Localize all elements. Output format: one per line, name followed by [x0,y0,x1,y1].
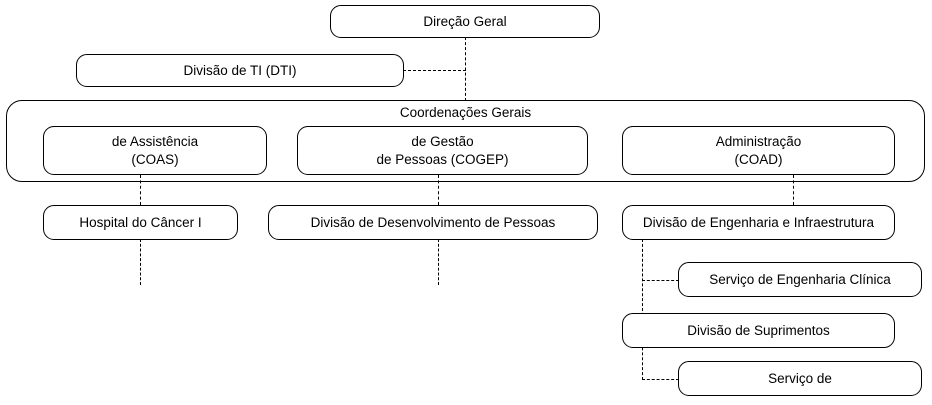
connector-right-branch-spine [642,239,643,380]
node-coas[interactable]: de Assistência (COAS) [43,126,267,175]
connector-spine-to-servico-de [642,379,679,380]
node-divisao-desenvolvimento-pessoas-label: Divisão de Desenvolvimento de Pessoas [310,214,556,230]
node-divisao-desenvolvimento-pessoas[interactable]: Divisão de Desenvolvimento de Pessoas [268,205,598,240]
connector-cogep-to-desenvolvimento [438,175,439,205]
node-coad-label: Administração (COAD) [715,134,802,167]
connector-divisao-ti-to-spine [403,70,466,71]
connector-hospital-stub [140,239,141,285]
node-divisao-ti[interactable]: Divisão de TI (DTI) [76,54,404,87]
node-coad[interactable]: Administração (COAD) [622,126,895,175]
connector-spine-to-servico-engenharia-clinica [642,280,679,281]
node-divisao-suprimentos-label: Divisão de Suprimentos [687,322,830,338]
node-divisao-ti-label: Divisão de TI (DTI) [183,62,297,78]
node-hospital-do-cancer-i[interactable]: Hospital do Câncer I [43,205,238,240]
connector-coas-to-hospital [140,175,141,205]
node-divisao-engenharia-infraestrutura[interactable]: Divisão de Engenharia e Infraestrutura [622,205,895,240]
connector-coad-to-engenharia [793,175,794,205]
node-servico-de-label: Serviço de [768,370,832,386]
node-direcao-geral[interactable]: Direção Geral [330,5,600,38]
node-servico-engenharia-clinica-label: Serviço de Engenharia Clínica [709,271,891,287]
node-divisao-suprimentos[interactable]: Divisão de Suprimentos [622,313,895,348]
node-direcao-geral-label: Direção Geral [423,13,507,29]
connector-direcao-to-coordenacoes [465,37,466,101]
node-cogep[interactable]: de Gestão de Pessoas (COGEP) [297,126,588,175]
node-hospital-do-cancer-i-label: Hospital do Câncer I [79,214,202,230]
group-coordenacoes-gerais-title: Coordenações Gerais [399,105,532,120]
node-divisao-engenharia-infraestrutura-label: Divisão de Engenharia e Infraestrutura [642,214,875,230]
node-coas-label: de Assistência (COAS) [111,134,199,167]
node-servico-de[interactable]: Serviço de [678,361,922,396]
node-cogep-label: de Gestão de Pessoas (COGEP) [376,134,509,167]
node-servico-engenharia-clinica[interactable]: Serviço de Engenharia Clínica [678,262,922,297]
connector-desenvolvimento-stub [438,239,439,285]
